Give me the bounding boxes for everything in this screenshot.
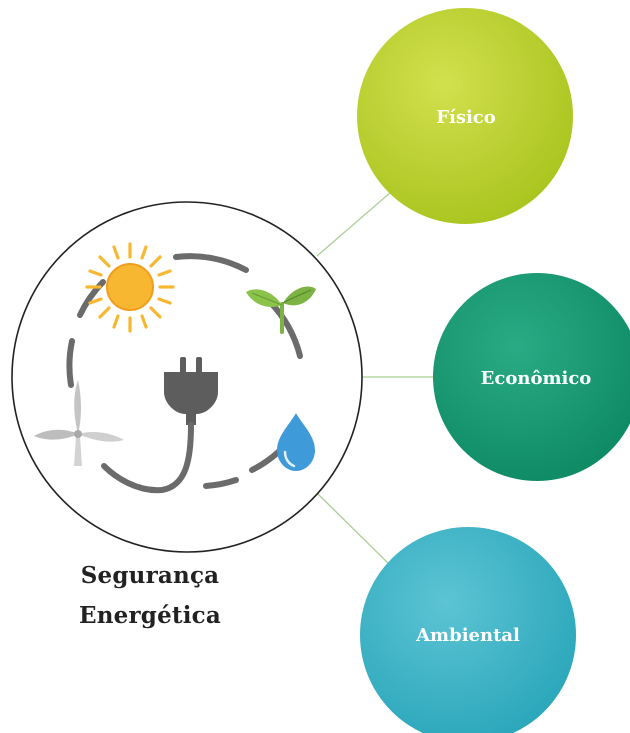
connector-fisico — [316, 185, 399, 257]
wind-turbine-icon — [34, 380, 124, 466]
node-fisico-label: Físico — [436, 107, 496, 128]
dashed-ring — [66, 253, 303, 489]
connector-ambiental — [317, 493, 391, 566]
water-drop-icon — [277, 413, 315, 471]
node-economico — [433, 273, 630, 481]
node-ambiental-label: Ambiental — [415, 625, 520, 646]
node-economico-label: Econômico — [481, 368, 592, 389]
plug-icon — [101, 357, 218, 494]
center-title-line2: Energética — [79, 602, 221, 629]
sun-icon — [85, 242, 175, 333]
center-title-line1: Segurança — [80, 562, 220, 589]
sprout-icon — [246, 286, 316, 334]
node-fisico — [357, 8, 573, 224]
node-ambiental — [360, 527, 576, 733]
